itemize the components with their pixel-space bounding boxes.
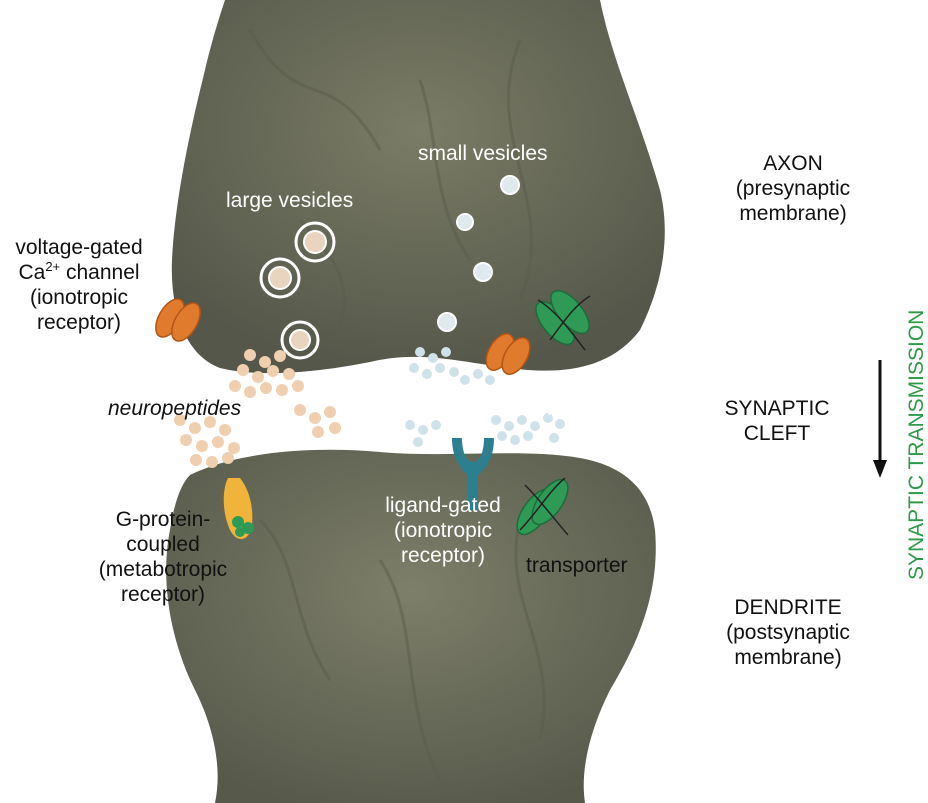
label-transporter: transporter — [526, 554, 628, 577]
gp-line1: G-protein- — [115, 508, 211, 531]
dendrite-sub2: membrane) — [734, 646, 842, 669]
lg-line3: receptor) — [400, 544, 486, 567]
label-voltage-gated: voltage-gated Ca2+ channel (ionotropic r… — [4, 235, 154, 335]
vg-ca: Ca — [18, 261, 46, 284]
transporter-presynaptic — [535, 289, 591, 351]
label-synaptic-transmission: SYNAPTIC TRANSMISSION — [905, 309, 928, 580]
lg-line2: (ionotropic — [393, 519, 493, 542]
label-neurotransmitters: neurotransmitters — [402, 397, 566, 420]
vg-line1: voltage-gated — [15, 236, 143, 259]
axon-title: AXON — [763, 152, 823, 175]
voltage-gated-channel-left — [155, 298, 201, 342]
axon-texture — [248, 29, 534, 341]
gp-line3: (metabotropic — [98, 558, 228, 581]
dendrite-sub1: (postsynaptic — [726, 621, 850, 644]
neurotransmitter-particles — [405, 347, 565, 447]
dendrite-texture — [258, 518, 546, 781]
label-g-protein: G-protein- coupled (metabotropic recepto… — [88, 507, 238, 607]
label-synaptic-cleft: SYNAPTIC CLEFT — [707, 396, 847, 446]
cleft-line1: SYNAPTIC — [724, 397, 830, 420]
axon-sub1: (presynaptic — [735, 177, 851, 200]
small-vesicles — [437, 175, 520, 332]
vg-sup: 2+ — [45, 259, 61, 274]
g-protein-coupled-receptor — [223, 478, 254, 540]
cleft-line2: CLEFT — [743, 422, 811, 445]
dendrite-terminal — [166, 449, 656, 803]
neuropeptide-particles — [174, 349, 341, 468]
voltage-gated-channel-right — [485, 333, 531, 375]
vg-channel: channel — [60, 261, 140, 284]
transporter-postsynaptic — [516, 477, 569, 536]
ligand-gated-receptor — [452, 438, 494, 510]
label-neuropeptides: neuropeptides — [108, 397, 242, 420]
label-ligand-gated: ligand-gated (ionotropic receptor) — [378, 493, 508, 568]
vg-line3: (ionotropic — [29, 286, 129, 309]
label-small-vesicles: small vesicles — [418, 142, 548, 165]
gp-line4: receptor) — [120, 583, 206, 606]
large-vesicles — [259, 221, 336, 360]
gp-line2: coupled — [126, 533, 200, 556]
label-large-vesicles: large vesicles — [226, 189, 354, 212]
axon-sub2: membrane) — [739, 202, 847, 225]
axon-terminal — [171, 0, 665, 374]
dendrite-title: DENDRITE — [734, 596, 842, 619]
lg-line1: ligand-gated — [385, 494, 501, 517]
transmission-arrow — [873, 360, 887, 478]
vg-line4: receptor) — [36, 311, 122, 334]
vg-line2: Ca2+ channel — [4, 260, 154, 285]
label-axon: AXON (presynaptic membrane) — [718, 151, 868, 226]
label-dendrite: DENDRITE (postsynaptic membrane) — [708, 595, 868, 670]
